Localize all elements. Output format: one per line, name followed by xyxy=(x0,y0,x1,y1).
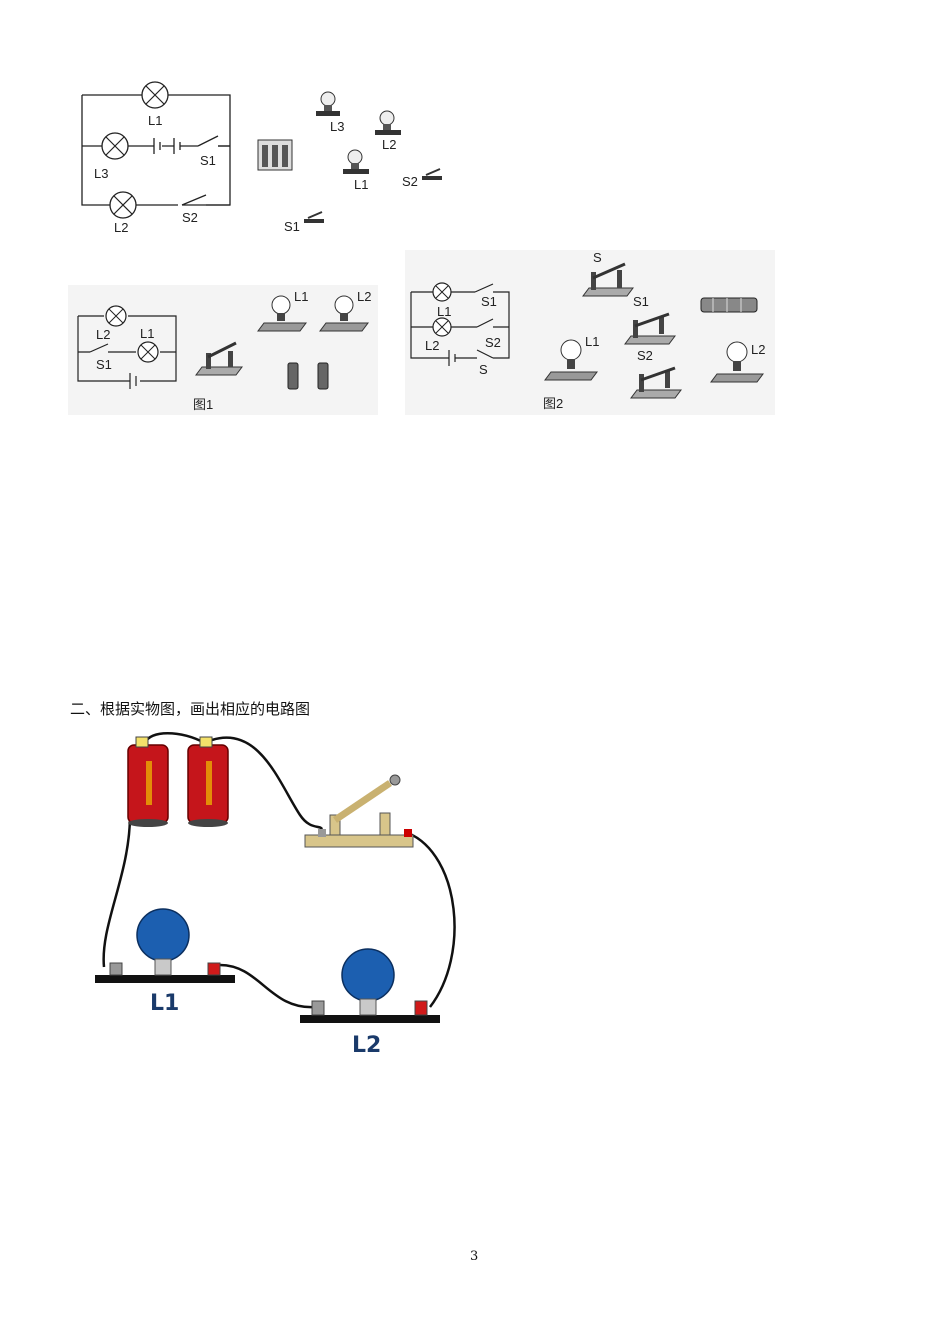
fig1-label-l1: L1 xyxy=(140,326,154,341)
fig2-part-l1: L1 xyxy=(585,334,599,349)
battery-icon xyxy=(700,297,758,313)
label-s2: S2 xyxy=(182,210,198,225)
bulb-label-l2: L2 xyxy=(352,1033,381,1058)
fig1-part-l1: L1 xyxy=(294,289,308,304)
label-l2: L2 xyxy=(114,220,128,235)
section-2-heading: 二、根据实物图，画出相应的电路图 xyxy=(70,700,311,718)
top-circuit-diagram: L1 L3 S1 L2 S2 xyxy=(81,81,231,235)
switch-icon xyxy=(304,211,324,223)
fig1-caption: 图1 xyxy=(193,397,213,412)
fig2-part-l2: L2 xyxy=(751,342,765,357)
fig1-label-s1: S1 xyxy=(96,357,112,372)
bulb-icon xyxy=(343,149,369,174)
bulb-board-icon xyxy=(544,339,598,381)
physical-circuit-picture: L1 L2 xyxy=(95,732,456,1058)
part-l3: L3 xyxy=(330,119,344,134)
knife-switch-icon xyxy=(195,341,243,376)
bulb-icon xyxy=(95,908,235,983)
bulb-board-icon xyxy=(319,295,369,332)
fig2-caption: 图2 xyxy=(543,396,563,411)
label-l1: L1 xyxy=(148,113,162,128)
page-number: 3 xyxy=(470,1249,479,1264)
fig2-part-s1: S1 xyxy=(633,294,649,309)
fig2-part-s: S xyxy=(593,250,602,265)
knife-switch-icon xyxy=(582,262,634,297)
fig2-part-s2: S2 xyxy=(637,348,653,363)
fig1-part-l2: L2 xyxy=(357,289,371,304)
part-s2: S2 xyxy=(402,174,418,189)
figure-1: L2 L1 S1 L1 L2 图1 xyxy=(68,285,378,415)
part-l1: L1 xyxy=(354,177,368,192)
bulb-board-icon xyxy=(257,295,307,332)
label-s1: S1 xyxy=(200,153,216,168)
fig2-label-s: S xyxy=(479,362,488,377)
knife-switch-icon xyxy=(304,774,414,848)
fig2-label-l2: L2 xyxy=(425,338,439,353)
fig2-label-s1: S1 xyxy=(481,294,497,309)
bulb-board-icon xyxy=(710,341,764,383)
fig2-label-l1: L1 xyxy=(437,304,451,319)
bulb-label-l1: L1 xyxy=(150,991,179,1016)
figure-2: L1 S1 L2 S2 S S S1 L1 S2 L2 图2 xyxy=(405,250,775,415)
part-l2: L2 xyxy=(382,137,396,152)
bulb-icon xyxy=(300,948,440,1023)
battery-pack-icon xyxy=(257,139,293,171)
label-l3: L3 xyxy=(94,166,108,181)
battery-icon xyxy=(127,736,169,827)
battery-icon xyxy=(287,362,329,390)
knife-switch-icon xyxy=(624,312,676,345)
bulb-icon xyxy=(375,110,401,135)
bulb-icon xyxy=(316,91,340,116)
switch-icon xyxy=(422,168,442,180)
fig2-label-s2: S2 xyxy=(485,335,501,350)
knife-switch-icon xyxy=(630,366,682,399)
top-components: L3 L2 L1 S2 S1 xyxy=(257,91,442,234)
part-s1: S1 xyxy=(284,219,300,234)
battery-icon xyxy=(187,736,229,827)
fig1-label-l2: L2 xyxy=(96,327,110,342)
